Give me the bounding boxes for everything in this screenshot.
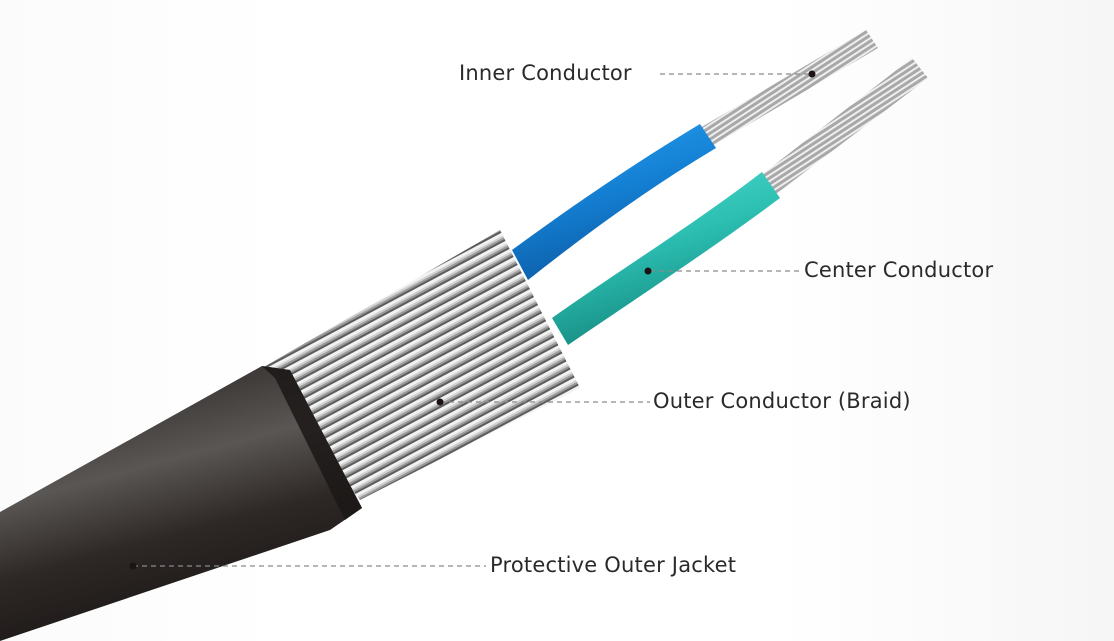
pointer-dot-braid — [436, 398, 444, 406]
label-inner-conductor: Inner Conductor — [459, 61, 632, 85]
inner-conductor-wire — [700, 30, 878, 146]
label-center-conductor: Center Conductor — [804, 258, 994, 282]
pointer-dot-center — [644, 267, 652, 275]
center-conductor-wire — [760, 58, 928, 194]
pointer-dot-inner — [808, 70, 816, 78]
pointer-dot-jacket — [129, 562, 137, 570]
outer-conductor-braid — [262, 230, 580, 500]
protective-jacket — [0, 366, 362, 641]
inner-insulation — [512, 124, 716, 280]
center-insulation — [552, 172, 780, 345]
label-protective-outer-jacket: Protective Outer Jacket — [490, 553, 737, 577]
label-outer-conductor-braid: Outer Conductor (Braid) — [653, 389, 911, 413]
